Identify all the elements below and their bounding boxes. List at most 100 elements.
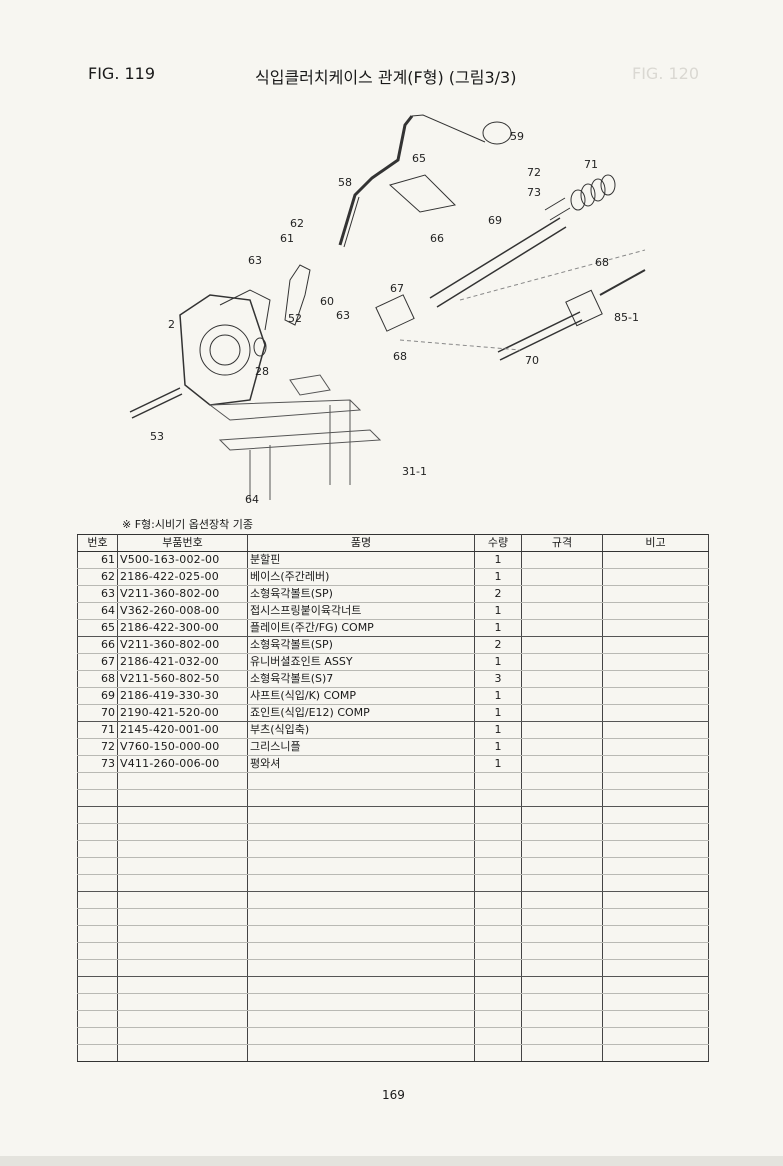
row-remarks [602, 670, 709, 688]
row-remarks [602, 653, 709, 671]
row-spec [521, 670, 603, 688]
row-part-name: 베이스(주간레버) [247, 568, 475, 586]
lever-shape [338, 115, 414, 246]
row-quantity: 1 [474, 602, 522, 620]
row-number: 65 [77, 619, 118, 637]
row-part-name: 부츠(식입축) [247, 721, 475, 739]
row-spec [521, 653, 603, 671]
callout: 28 [255, 365, 269, 378]
row-quantity: 1 [474, 619, 522, 637]
row-part-name: 분할핀 [247, 551, 475, 569]
row-remarks [602, 636, 709, 654]
row-remarks [602, 619, 709, 637]
row-number: 66 [77, 636, 118, 654]
row-quantity: 1 [474, 551, 522, 569]
row-part-code: 2186-419-330-30 [117, 687, 248, 705]
callout: 70 [525, 354, 539, 367]
row-spec [521, 738, 603, 756]
row-quantity: 2 [474, 636, 522, 654]
row-remarks [602, 568, 709, 586]
callout: 68 [595, 256, 609, 269]
empty-row [77, 993, 709, 1011]
joint-shaft-shape [497, 311, 583, 361]
row-part-code: 2145-420-001-00 [117, 721, 248, 739]
empty-row [77, 908, 709, 926]
row-part-name: 샤프트(식입/K) COMP [247, 687, 475, 705]
row-part-code: 2186-422-300-00 [117, 619, 248, 637]
callout: 72 [527, 166, 541, 179]
row-spec [521, 602, 603, 620]
header-part-number: 부품번호 [117, 534, 248, 552]
row-spec [521, 721, 603, 739]
row-part-name: 소형육각볼트(S)7 [247, 670, 475, 688]
empty-row [77, 925, 709, 943]
row-remarks [602, 755, 709, 773]
row-number: 67 [77, 653, 118, 671]
row-part-code: 2186-421-032-00 [117, 653, 248, 671]
row-quantity: 2 [474, 585, 522, 603]
row-part-name: 플레이트(주간/FG) COMP [247, 619, 475, 637]
row-remarks [602, 721, 709, 739]
row-part-code: V500-163-002-00 [117, 551, 248, 569]
callout: 59 [510, 130, 524, 143]
parts-exploded-diagram: 59 65 58 72 71 73 62 61 69 66 63 67 60 6… [129, 114, 646, 506]
callout: 2 [168, 318, 175, 331]
row-part-name: 소형육각볼트(SP) [247, 585, 475, 603]
row-quantity: 1 [474, 738, 522, 756]
row-number: 70 [77, 704, 118, 722]
bleed-through-figure-number: FIG. 120 [632, 64, 700, 83]
row-spec [521, 755, 603, 773]
row-spec [521, 687, 603, 705]
row-number: 69 [77, 687, 118, 705]
empty-row [77, 789, 709, 807]
row-part-name: 접시스프링붙이육각너트 [247, 602, 475, 620]
empty-row [77, 1027, 709, 1045]
header-quantity: 수량 [474, 534, 522, 552]
empty-row [77, 1010, 709, 1028]
row-spec [521, 551, 603, 569]
row-remarks [602, 738, 709, 756]
callout: 62 [290, 217, 304, 230]
callout: 53 [150, 430, 164, 443]
row-part-name: 유니버셜죠인트 ASSY [247, 653, 475, 671]
figure-number: FIG. 119 [88, 64, 156, 83]
row-remarks [602, 687, 709, 705]
callout: 67 [390, 282, 404, 295]
empty-row [77, 772, 709, 790]
row-quantity: 1 [474, 568, 522, 586]
scan-edge [0, 1156, 783, 1166]
empty-row [77, 976, 709, 994]
callout: 65 [412, 152, 426, 165]
table-header-row: 번호 부품번호 품명 수량 규격 비고 [77, 534, 709, 552]
row-number: 73 [77, 755, 118, 773]
row-part-code: V211-360-802-00 [117, 636, 248, 654]
header-remarks: 비고 [602, 534, 709, 552]
row-number: 62 [77, 568, 118, 586]
row-quantity: 1 [474, 687, 522, 705]
callout: 31-1 [402, 465, 427, 478]
model-note: ※ F형:시비기 옵션장착 기종 [122, 518, 253, 531]
empty-row [77, 857, 709, 875]
callout: 66 [430, 232, 444, 245]
row-spec [521, 585, 603, 603]
row-number: 71 [77, 721, 118, 739]
seal-shape [253, 337, 267, 357]
row-number: 72 [77, 738, 118, 756]
lever-knob-shape [482, 121, 512, 145]
row-quantity: 3 [474, 670, 522, 688]
empty-row [77, 874, 709, 892]
callout: 85-1 [614, 311, 639, 324]
header-part-name: 품명 [247, 534, 475, 552]
row-number: 61 [77, 551, 118, 569]
empty-row [77, 891, 709, 909]
boot-shape [570, 174, 616, 211]
